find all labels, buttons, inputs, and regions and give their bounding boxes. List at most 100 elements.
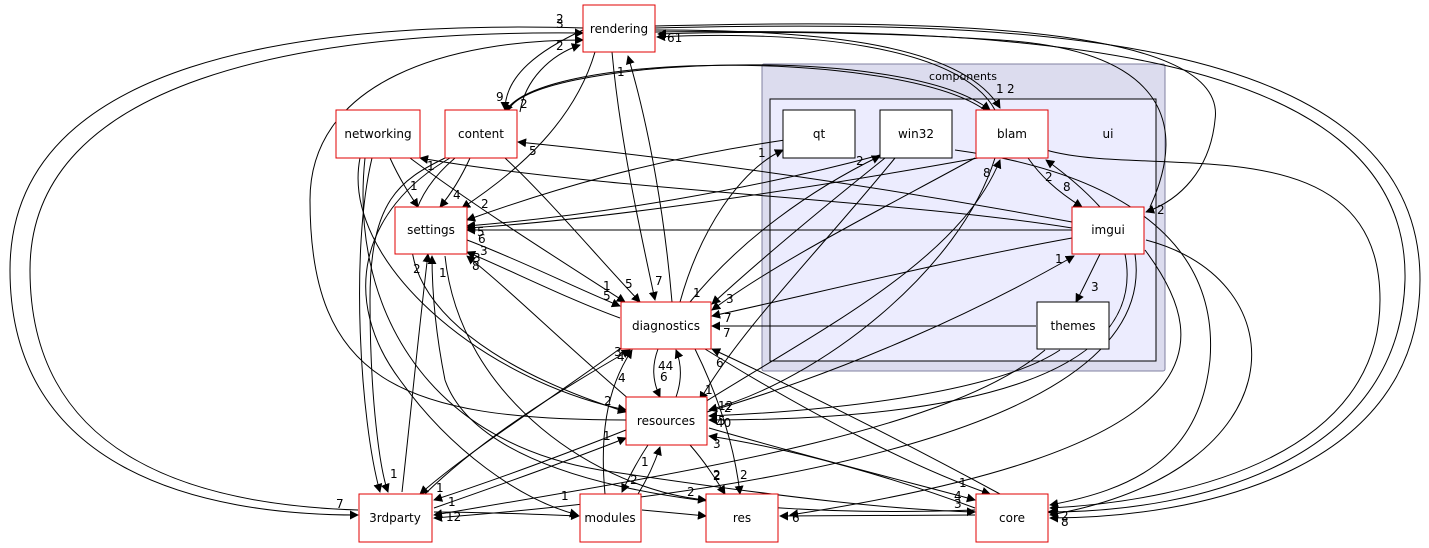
edge-labels: 2 3 2 61 9 2 1 5 1 2 1 1 4 2 5 6 3 2 3 8… — [336, 12, 1165, 529]
edge-win32-diagnostics — [711, 157, 886, 305]
edge-label: 1 — [693, 286, 701, 300]
edge-label: 1 — [758, 146, 766, 160]
node-imgui[interactable]: imgui — [1071, 206, 1145, 255]
edge-label: 5 — [625, 277, 633, 291]
node-core[interactable]: core — [975, 493, 1049, 543]
edge-label: 3 — [726, 292, 734, 306]
node-blam[interactable]: blam — [975, 109, 1049, 159]
node-res[interactable]: res — [705, 493, 779, 543]
edge-blam-content — [504, 64, 986, 113]
edge-diagnostics-3rdparty — [419, 344, 626, 495]
edge-label: 2 — [1061, 509, 1069, 523]
edge-imgui-diagnostics — [711, 237, 1073, 319]
edge-label: 2 — [724, 401, 732, 415]
edge-blam-diagnostics — [711, 157, 976, 311]
edge-imgui-content — [517, 138, 1073, 223]
edge-label: 3 — [556, 17, 564, 31]
edge-diagnostics-res — [694, 348, 744, 495]
node-3rdparty[interactable]: 3rdparty — [358, 493, 433, 543]
edge-label: 2 — [1007, 82, 1015, 96]
node-networking-label: networking — [344, 127, 411, 141]
edge-label: 44 — [658, 359, 673, 373]
edge-blam-core — [1045, 149, 1381, 513]
node-core-label: core — [999, 511, 1025, 525]
edge-core-res — [779, 511, 976, 521]
edge-resources-modules — [621, 444, 649, 493]
edge-diagnostics-settings — [466, 250, 621, 319]
edge-resources-diagnostics — [674, 349, 684, 398]
edge-label: 3 — [713, 437, 721, 451]
edge-imgui-themes — [1075, 253, 1101, 303]
edge-diagnostics-resources — [652, 348, 661, 398]
edge-label: 4 — [618, 371, 626, 385]
edge-content-rendering — [519, 43, 581, 113]
node-settings[interactable]: settings — [394, 206, 468, 255]
edge-resources-imgui — [706, 255, 1075, 413]
edge-label: 7 — [723, 326, 731, 340]
edge-label: 12 — [718, 399, 733, 413]
edge-label: 8 — [1061, 515, 1069, 529]
edge-themes-resources — [708, 349, 1061, 421]
node-networking[interactable]: networking — [335, 109, 421, 159]
edge-qt-settings — [466, 139, 786, 222]
edge-3rdparty-modules — [433, 511, 580, 521]
edge-rendering-3rdparty — [9, 26, 584, 520]
edge-label: 2 — [740, 468, 748, 482]
edge-imgui-res — [789, 249, 1182, 519]
edge-imgui-rendering — [657, 29, 1167, 208]
edge-diagnostics-qt — [679, 149, 784, 303]
edge-core-diagnostics — [711, 348, 1001, 495]
edges — [9, 23, 1421, 523]
node-qt[interactable]: qt — [782, 109, 856, 159]
edge-label: 61 — [667, 31, 682, 45]
edge-label: 7 — [724, 311, 732, 325]
edge-label: 1 — [561, 489, 569, 503]
edge-label: 5 — [718, 414, 726, 428]
edge-content-3rdparty — [369, 157, 446, 493]
edge-label: 1 — [439, 266, 447, 280]
node-diagnostics[interactable]: diagnostics — [620, 301, 712, 350]
edge-label: 3 — [480, 244, 488, 258]
edge-label: 12 — [446, 510, 461, 524]
edge-resources-res — [689, 444, 726, 495]
node-win32[interactable]: win32 — [879, 109, 953, 159]
edge-win32-core — [954, 149, 1212, 508]
edge-label: 4 — [453, 188, 461, 202]
edge-networking-resources — [357, 157, 627, 413]
edge-resources-3rdparty — [433, 429, 627, 502]
node-3rdparty-label: 3rdparty — [369, 511, 421, 525]
edge-imgui-resources — [708, 253, 1128, 425]
node-resources[interactable]: resources — [625, 396, 708, 446]
edge-label: 2 — [713, 468, 721, 482]
edge-rendering-core-2 — [654, 30, 1406, 517]
edge-label: 2 — [630, 473, 638, 487]
edge-diagnostics-rendering — [625, 55, 673, 303]
node-rendering[interactable]: rendering — [582, 4, 656, 53]
edge-label: 6 — [660, 370, 668, 384]
edge-label: 3 — [473, 251, 481, 265]
node-themes[interactable]: themes — [1036, 301, 1110, 350]
edge-diagnostics-core — [704, 348, 991, 496]
node-resources-label: resources — [637, 414, 695, 428]
edge-networking-3rdparty — [359, 157, 383, 493]
edge-label: 2 — [604, 394, 612, 408]
node-rendering-label: rendering — [590, 22, 648, 36]
edge-label: 2 — [1157, 203, 1165, 217]
node-modules[interactable]: modules — [579, 493, 642, 543]
edge-imgui-core — [1049, 239, 1253, 518]
node-content-label: content — [458, 127, 504, 141]
edge-label: 1 — [410, 179, 418, 193]
edge-label: 5 — [529, 144, 537, 158]
edge-networking-settings — [389, 157, 419, 208]
cluster-ui-label: ui — [1103, 127, 1114, 141]
edge-label: 40 — [716, 416, 731, 430]
node-content[interactable]: content — [444, 109, 518, 159]
edge-label: 7 — [336, 497, 344, 511]
node-diagnostics-label: diagnostics — [632, 319, 700, 333]
edge-content-resources — [410, 157, 627, 414]
edge-3rdparty-resources — [433, 436, 627, 509]
edge-3rdparty-settings — [401, 253, 432, 493]
edge-win32-resources — [699, 157, 896, 401]
